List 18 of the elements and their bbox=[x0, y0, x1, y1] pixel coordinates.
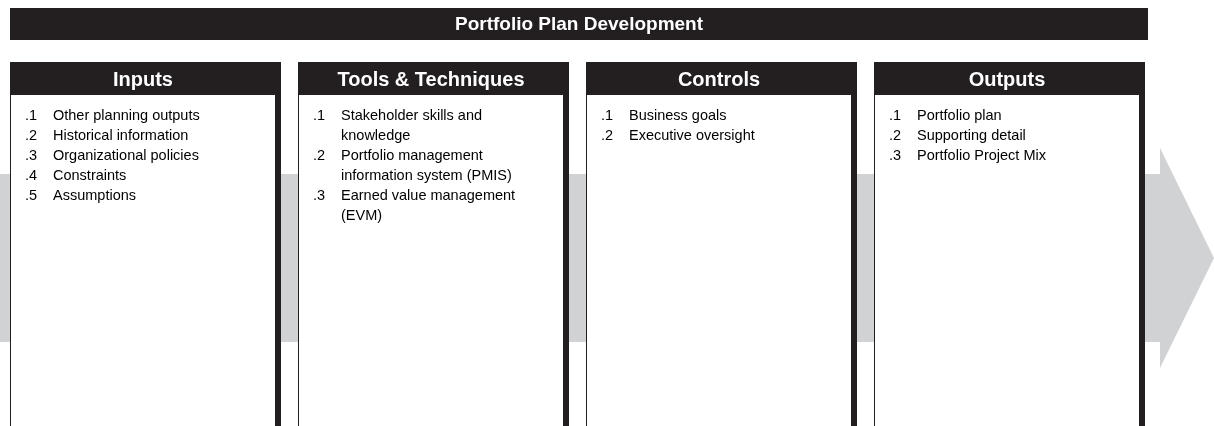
list-item: .2 Supporting detail bbox=[888, 126, 1027, 145]
list-item: .4 Constraints bbox=[24, 166, 128, 185]
column-header: Controls bbox=[587, 63, 851, 95]
list-item: .3 Earned value management (EVM) bbox=[312, 186, 517, 225]
list-item: .3 Portfolio Project Mix bbox=[888, 146, 1047, 165]
list-item: .1 Other planning outputs bbox=[24, 106, 201, 125]
list-item: .1 Portfolio plan bbox=[888, 106, 1003, 125]
list-item: .1 Stakeholder skills and knowledge bbox=[312, 106, 484, 145]
list-item: .2 Executive oversight bbox=[600, 126, 756, 145]
column-header: Inputs bbox=[11, 63, 275, 95]
column-header: Tools & Techniques bbox=[299, 63, 563, 95]
list-item: .3 Organizational policies bbox=[24, 146, 200, 165]
list-item: .1 Business goals bbox=[600, 106, 728, 125]
list-item: .5 Assumptions bbox=[24, 186, 137, 205]
list-item: .2 Portfolio management information system (PMIS) bbox=[312, 146, 513, 185]
list-item: .2 Historical information bbox=[24, 126, 190, 145]
title-bar: Portfolio Plan Development bbox=[10, 8, 1148, 40]
column-header: Outputs bbox=[875, 63, 1139, 95]
